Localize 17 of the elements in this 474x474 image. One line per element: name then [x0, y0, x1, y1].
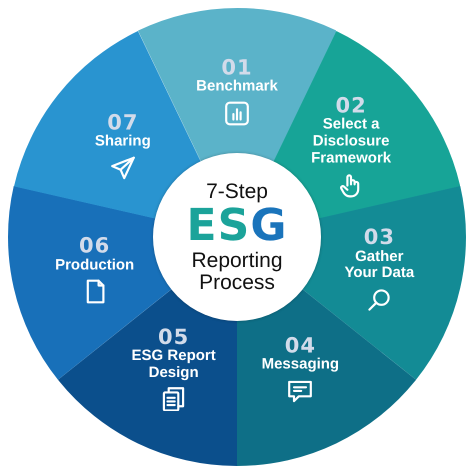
center-heading: 7-Step [206, 180, 268, 204]
step-number: 04 [284, 334, 316, 356]
step-number: 03 [364, 226, 395, 249]
center-title: ESG [186, 203, 288, 250]
step-label: Messaging [260, 356, 340, 374]
step-label: Production [54, 257, 136, 274]
step-number: 06 [79, 234, 110, 258]
step-number: 01 [221, 56, 253, 79]
step-number: 05 [158, 326, 190, 348]
center-subtitle: Reporting Process [190, 250, 284, 294]
step-label: Select a Disclosure Framework [310, 116, 392, 168]
step-number: 02 [336, 94, 367, 117]
step-label: ESG Report Design [130, 348, 217, 382]
step-number: 07 [107, 111, 138, 134]
step-label: Benchmark [195, 78, 279, 96]
step-label: Sharing [94, 134, 152, 150]
step-label: Gather Your Data [343, 248, 416, 282]
